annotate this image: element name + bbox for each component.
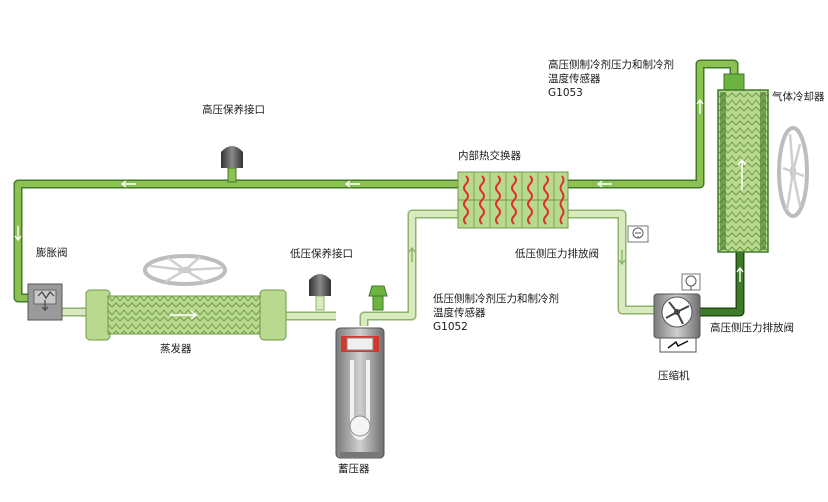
lp-sensor-g1052 [368,285,388,311]
hp-pipe-compressor-out [700,252,745,317]
lp-relief-valve [627,225,649,243]
lp-sensor-label-line2: 温度传感器 [433,307,486,319]
expansion-valve-label: 膨胀阀 [36,247,68,259]
hp-pipe-right [565,59,739,189]
hp-sensor-label-line3: G1053 [548,87,583,99]
evaporator [85,289,287,341]
hp-relief-valve-label: 高压侧压力排放阀 [710,322,794,334]
compressor [653,293,701,353]
lp-relief-valve-label: 低压侧压力排放阀 [515,248,599,260]
evaporator-fan [143,254,227,286]
accumulator [335,327,385,459]
hp-service-port [221,146,243,183]
lp-service-port-label: 低压保养接口 [290,248,353,260]
internal-heat-exchanger [457,171,569,229]
lp-sensor-label-line1: 低压侧制冷剂压力和制冷剂 [433,293,559,305]
lp-sensor-label: 低压侧制冷剂压力和制冷剂 温度传感器 G1052 [433,292,559,334]
hp-service-port-label: 高压保养接口 [202,104,265,116]
gas-cooler-fan [777,126,809,218]
accumulator-label: 蓄压器 [338,463,370,475]
compressor-label: 压缩机 [658,370,690,382]
lp-sensor-label-line3: G1052 [433,321,468,333]
lp-service-port [309,274,331,311]
hp-sensor-label-line2: 温度传感器 [548,73,601,85]
hp-pipe-top [13,179,462,303]
hp-relief-valve [681,273,701,291]
expansion-valve [27,283,63,321]
gas-cooler [717,73,769,253]
gas-cooler-label: 气体冷却器 [772,91,825,103]
flow-arrows [14,98,744,282]
hp-sensor-label: 高压侧制冷剂压力和制冷剂 温度传感器 G1053 [548,58,674,100]
internal-hx-label: 内部热交换器 [458,150,521,162]
evaporator-label: 蒸发器 [160,343,192,355]
hp-sensor-label-line1: 高压侧制冷剂压力和制冷剂 [548,59,674,71]
